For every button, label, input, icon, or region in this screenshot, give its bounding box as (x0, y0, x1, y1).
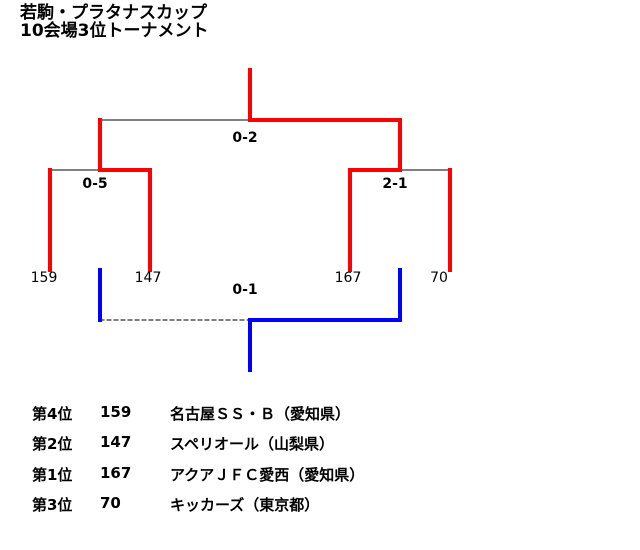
third-winner-path (248, 268, 402, 372)
result-rank: 第4位 (32, 405, 73, 423)
score-final: 0-2 (232, 130, 258, 146)
title-line1: 若駒・プラタナスカップ (20, 3, 207, 23)
result-name: アクアＪＦＣ愛西（愛知県） (170, 466, 365, 484)
score-right-semi: 2-1 (382, 176, 408, 192)
result-name: キッカーズ（東京都） (170, 496, 320, 514)
score-left-semi: 0-5 (82, 176, 108, 192)
left-semi-winner-path (98, 118, 152, 272)
result-number: 167 (100, 464, 132, 482)
team-label: 159 (30, 270, 58, 286)
result-rank: 第1位 (32, 466, 73, 484)
result-rank: 第2位 (32, 435, 73, 453)
title-line2: 10会場3位トーナメント (20, 21, 209, 41)
score-third-place: 0-1 (232, 282, 258, 298)
result-rank: 第3位 (32, 496, 73, 514)
result-number: 159 (100, 403, 132, 421)
result-name: スペリオール（山梨県） (170, 435, 334, 453)
team-label: 147 (134, 270, 162, 286)
result-number: 147 (100, 433, 132, 451)
result-number: 70 (100, 494, 121, 512)
team-label: 167 (334, 270, 362, 286)
final-winner-path (248, 68, 402, 272)
team-label: 70 (430, 270, 448, 286)
result-name: 名古屋ＳＳ・Ｂ（愛知県） (170, 405, 351, 423)
